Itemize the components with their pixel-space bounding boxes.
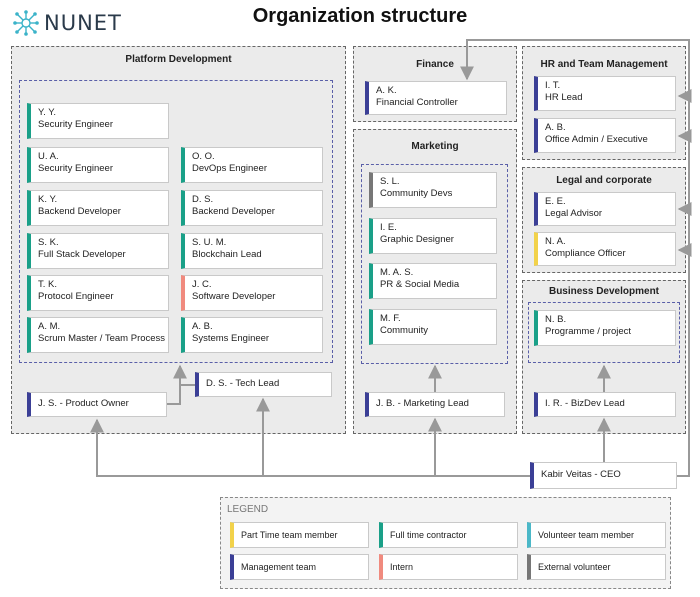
dept-title: HR and Team Management — [540, 59, 668, 70]
legend-item-part-time: Part Time team member — [230, 522, 369, 548]
member-card[interactable]: T. K.Protocol Engineer — [27, 275, 169, 311]
marketing-lead-card[interactable]: J. B. - Marketing Lead — [365, 392, 505, 417]
member-card[interactable]: A. B.Systems Engineer — [181, 317, 323, 353]
member-card[interactable]: J. C.Software Developer — [181, 275, 323, 311]
legend-item-intern: Intern — [379, 554, 518, 580]
member-card[interactable]: I. T.HR Lead — [534, 76, 676, 111]
logo-text: NUNET — [44, 11, 122, 35]
nunet-logo: NUNET — [12, 8, 142, 38]
member-card[interactable]: N. B.Programme / project — [534, 310, 676, 346]
member-card[interactable]: D. S.Backend Developer — [181, 190, 323, 226]
member-card[interactable]: S. K.Full Stack Developer — [27, 233, 169, 269]
member-card[interactable]: E. E.Legal Advisor — [534, 192, 676, 226]
bizdev-team-group — [528, 302, 680, 363]
member-card[interactable]: S. U. M.Blockchain Lead — [181, 233, 323, 269]
dept-title: Business Development — [548, 286, 660, 297]
member-card[interactable]: Y. Y.Security Engineer — [27, 103, 169, 139]
member-card[interactable]: U. A.Security Engineer — [27, 147, 169, 183]
member-card[interactable]: M. A. S.PR & Social Media — [369, 263, 497, 299]
platform-team-group — [19, 80, 333, 363]
member-card[interactable]: A. K.Financial Controller — [365, 81, 507, 115]
legend: LEGEND Part Time team member Full time c… — [220, 497, 671, 589]
legend-item-volunteer: Volunteer team member — [527, 522, 666, 548]
page-title: Organization structure — [252, 5, 468, 27]
member-card[interactable]: I. E.Graphic Designer — [369, 218, 497, 254]
member-card[interactable]: A. B.Office Admin / Executive — [534, 118, 676, 153]
legend-item-management: Management team — [230, 554, 369, 580]
dept-title: Marketing — [411, 141, 459, 152]
member-card[interactable]: O. O.DevOps Engineer — [181, 147, 323, 183]
legend-item-external: External volunteer — [527, 554, 666, 580]
ceo-card[interactable]: Kabir Veitas - CEO — [530, 462, 677, 489]
network-icon — [13, 10, 39, 36]
dept-title: Platform Development — [125, 54, 232, 65]
tech-lead-card[interactable]: D. S. - Tech Lead — [195, 372, 332, 397]
member-card[interactable]: K. Y.Backend Developer — [27, 190, 169, 226]
member-card[interactable]: A. M.Scrum Master / Team Process — [27, 317, 169, 353]
legend-title: LEGEND — [227, 504, 269, 515]
bizdev-lead-card[interactable]: I. R. - BizDev Lead — [534, 392, 676, 417]
member-card[interactable]: S. L.Community Devs — [369, 172, 497, 208]
dept-title: Legal and corporate — [556, 175, 652, 186]
member-card[interactable]: N. A.Compliance Officer — [534, 232, 676, 266]
product-owner-card[interactable]: J. S. - Product Owner — [27, 392, 167, 417]
marketing-team-group — [361, 164, 508, 364]
legend-item-full-time: Full time contractor — [379, 522, 518, 548]
member-card[interactable]: M. F.Community — [369, 309, 497, 345]
dept-title: Finance — [416, 59, 454, 70]
